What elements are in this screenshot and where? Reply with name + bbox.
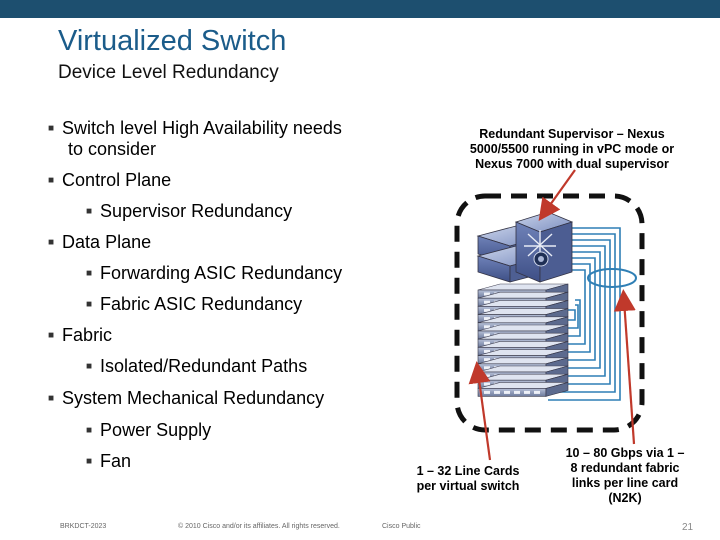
supervisor-callout: Redundant Supervisor – Nexus 5000/5500 r… xyxy=(469,127,675,171)
line-card-port xyxy=(484,300,490,304)
top-banner xyxy=(0,0,720,18)
line-card-port xyxy=(524,390,530,394)
slide-title: Virtualized Switch xyxy=(58,25,287,57)
bullet-square-icon: ■ xyxy=(86,268,93,279)
line-card-port xyxy=(484,317,490,321)
supervisor-active xyxy=(514,211,574,283)
line-card-port xyxy=(484,292,490,296)
bullet-square-icon: ■ xyxy=(48,393,55,404)
line-card-port xyxy=(514,390,520,394)
line-card-port xyxy=(504,390,510,394)
line-card-port xyxy=(484,341,490,345)
sub-bullet-item: ■Supervisor Redundancy xyxy=(86,201,293,221)
line-card-port xyxy=(534,390,540,394)
page-number: 21 xyxy=(682,522,694,533)
footer-classification: Cisco Public xyxy=(382,523,421,530)
line-card-port xyxy=(484,390,490,394)
footer-session: BRKDCT-2023 xyxy=(60,523,107,530)
sub-bullet-item: ■Forwarding ASIC Redundancy xyxy=(86,263,343,283)
bullet-square-icon: ■ xyxy=(86,456,93,467)
bullet-square-icon: ■ xyxy=(48,330,55,341)
line-cards-arrow xyxy=(468,361,492,461)
bullet-square-icon: ■ xyxy=(86,206,93,217)
sub-bullet-item: ■Isolated/Redundant Paths xyxy=(86,356,308,376)
bullet-square-icon: ■ xyxy=(48,123,55,134)
line-card-port xyxy=(494,390,500,394)
line-card-port xyxy=(484,349,490,353)
supervisor-arrow xyxy=(538,169,576,221)
bullet-square-icon: ■ xyxy=(48,175,55,186)
fabric-link-oval xyxy=(587,268,637,288)
line-card-port xyxy=(484,333,490,337)
slide-subtitle: Device Level Redundancy xyxy=(58,62,279,83)
virtual-chassis-outline xyxy=(454,193,645,433)
fabric-links xyxy=(548,227,621,401)
fabric-links-callout: 10 – 80 Gbps via 1 – 8 redundant fabric … xyxy=(565,446,685,505)
footer-copyright: © 2010 Cisco and/or its affiliates. All … xyxy=(178,523,340,530)
bullet-item: ■Control Plane xyxy=(48,170,172,190)
sub-bullet-item: ■Power Supply xyxy=(86,420,212,440)
line-card-port xyxy=(484,325,490,329)
line-card-side xyxy=(545,382,569,397)
bullet-square-icon: ■ xyxy=(48,237,55,248)
bullet-square-icon: ■ xyxy=(86,299,93,310)
bullet-square-icon: ■ xyxy=(86,361,93,372)
sub-bullet-item: ■Fabric ASIC Redundancy xyxy=(86,294,303,314)
bullet-item: ■Fabric xyxy=(48,325,113,345)
line-card-port xyxy=(484,358,490,362)
sub-bullet-item: ■Fan xyxy=(86,451,132,471)
bullet-item: ■Data Plane xyxy=(48,232,152,252)
bullet-item: ■System Mechanical Redundancy xyxy=(48,388,325,408)
fabric-links-arrow xyxy=(613,289,636,445)
bullet-item: ■Switch level High Availability needs xyxy=(48,118,342,138)
bullet-continuation: to consider xyxy=(68,139,157,159)
line-cards-callout: 1 – 32 Line Cards per virtual switch xyxy=(416,464,520,493)
line-card-port xyxy=(484,308,490,312)
bullet-square-icon: ■ xyxy=(86,425,93,436)
line-card-stack xyxy=(477,283,569,397)
